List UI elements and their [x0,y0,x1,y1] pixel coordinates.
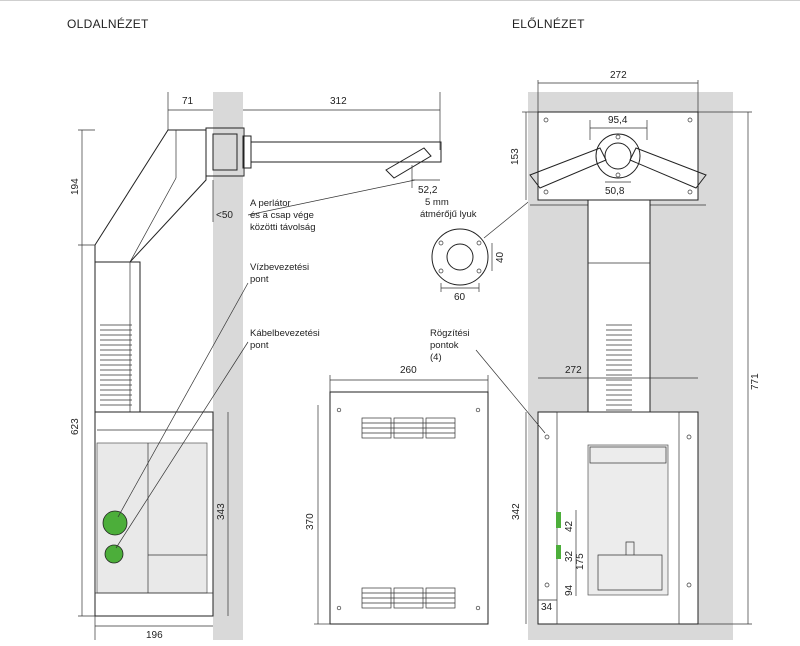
dim-box-height: 343 [216,503,227,520]
top-divider [0,0,800,1]
mount-plate [537,111,699,201]
cable-inlet-note-line2: pont [250,340,269,351]
dim-cover-width: 260 [400,365,417,376]
vent-slots-bottom [361,587,456,609]
dim-spout-drop: 52,2 [418,185,438,196]
hole-note-line2: átmérőjű lyuk [420,209,477,220]
dim-wall-offset: 71 [182,96,194,107]
dim-32: 32 [564,550,575,562]
dim-flange: 95,4 [608,115,628,126]
dim-34: 34 [541,602,553,613]
side-hose [100,324,132,406]
hole-detail: 5 mm átmérőjű lyuk 40 60 [420,167,571,303]
mount-flange [431,228,489,286]
dim-total-height: 623 [70,418,81,435]
aerator-note-line1: A perlátor [250,198,291,209]
aerator-note-line2: és a csap vége [250,210,314,221]
dim-box-depth: 196 [146,630,163,641]
dim-175: 175 [575,553,586,570]
cable-inlet-point [104,544,124,564]
water-inlet-marker [556,512,561,528]
cover-panel [329,391,489,625]
mount-points-note-line1: Rögzítési [430,328,470,339]
dim-upper-height: 194 [70,178,81,195]
dim-cover-height: 370 [305,513,316,530]
dim-front-box-height: 342 [511,503,522,520]
mount-points-note-line2: pontok [430,340,459,351]
dim-box-width: 272 [565,365,582,376]
cover-view: 260 370 [305,365,489,625]
spout-tip [385,147,432,179]
side-view-title: OLDALNÉZET [67,17,149,31]
water-inlet-note-line1: Vízbevezetési [250,262,309,273]
hole-note-line1: 5 mm [425,197,449,208]
side-box [94,411,214,617]
vent-slots-top [361,417,456,439]
front-column [587,199,651,413]
dim-inner: 50,8 [605,186,625,197]
cable-inlet-marker [556,545,561,559]
dim-94: 94 [564,584,575,596]
mount-points-note-line3: (4) [430,352,442,363]
front-view-title: ELŐLNÉZET [512,17,585,31]
front-unit [587,444,669,596]
dim-plate-height: 153 [510,148,521,165]
dim-hole-height: 40 [495,251,506,263]
aerator-note-line3: közötti távolság [250,222,315,233]
front-flange [595,133,641,179]
dim-hole-width: 60 [454,292,466,303]
side-view: 71 312 52,2 <50 [70,92,442,641]
side-body [94,129,207,263]
water-inlet-point [102,510,128,536]
water-inlet-note-line2: pont [250,274,269,285]
dim-spacer: <50 [216,210,233,221]
dim-42: 42 [564,520,575,532]
dim-plate-width: 272 [610,70,627,81]
dim-spout-length: 312 [330,96,347,107]
dim-front-total-height: 771 [750,373,761,390]
cable-inlet-note-line1: Kábelbevezetési [250,328,320,339]
front-view: 272 153 95,4 50,8 303 [430,70,761,640]
